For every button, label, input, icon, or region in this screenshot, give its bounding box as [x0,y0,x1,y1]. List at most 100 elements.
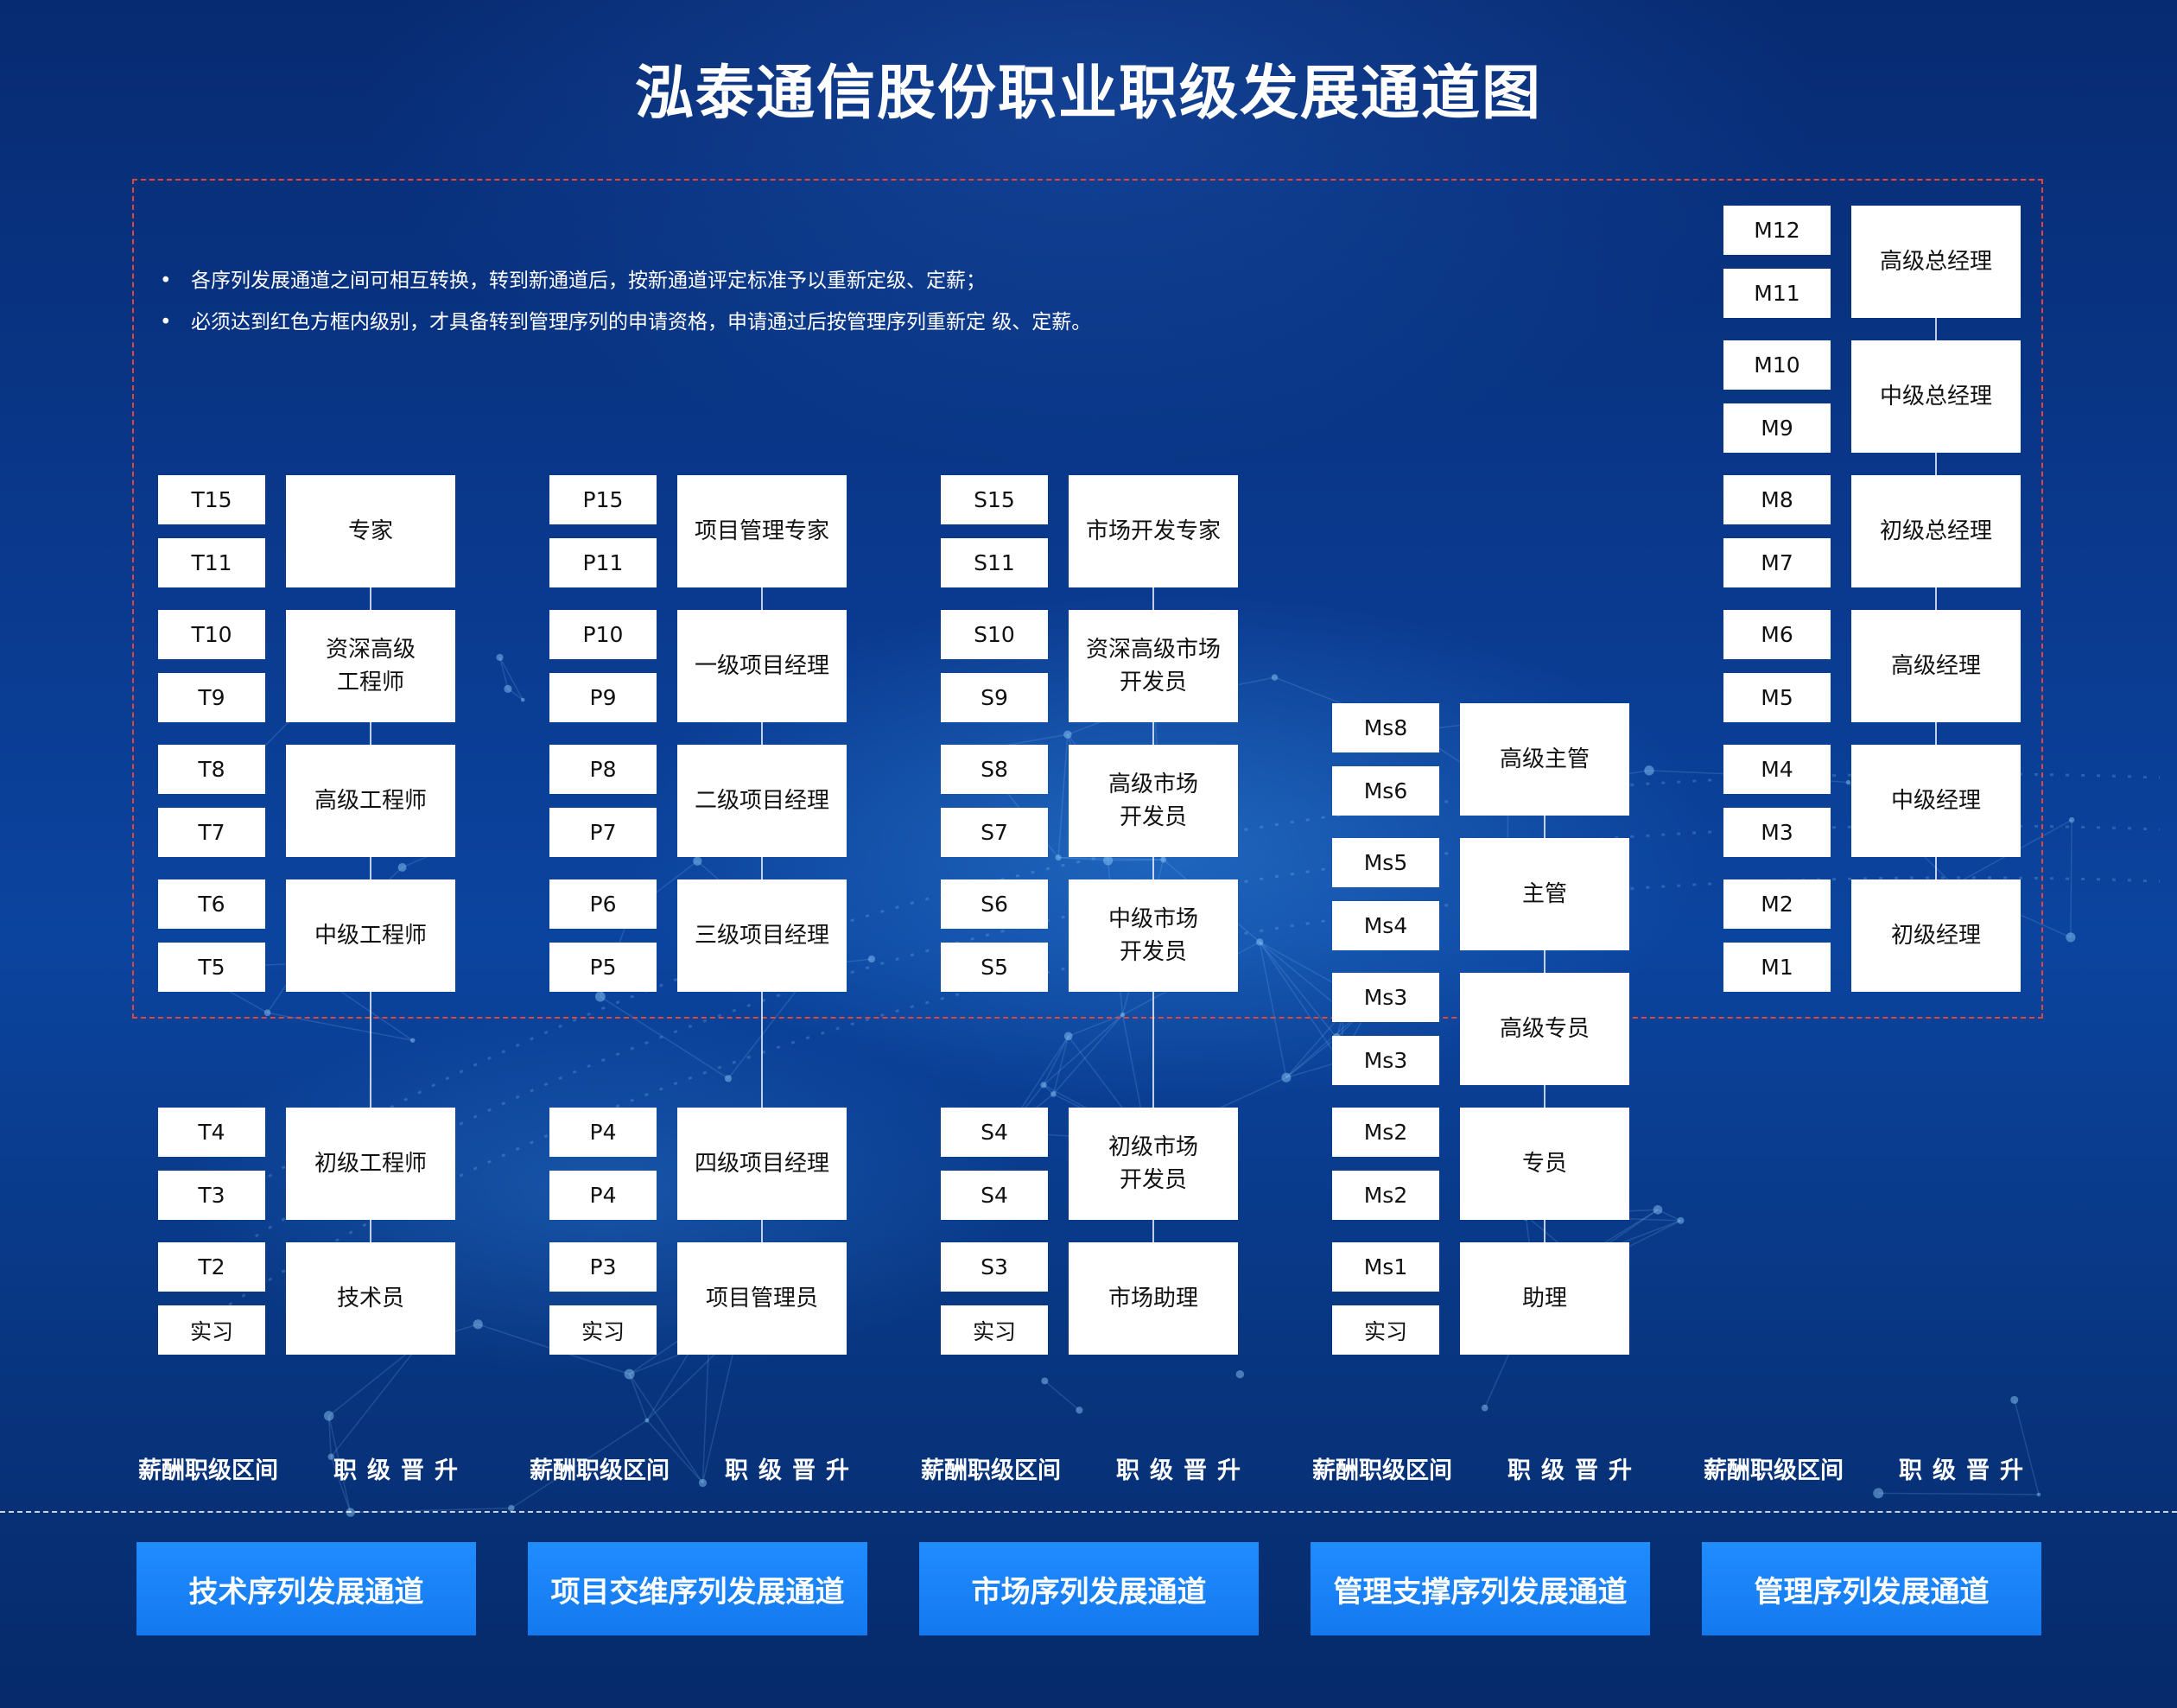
bullet-icon: • [160,270,172,292]
grade-box: Ms2 [1332,1171,1439,1220]
network-dot [1281,1072,1292,1083]
network-dot [2066,932,2076,943]
grade-box: M5 [1723,673,1831,722]
grade-box: P4 [549,1171,657,1220]
job-title-box: 初级经理 [1851,879,2021,992]
network-dot [1481,1404,1488,1412]
job-title-box: 高级市场 开发员 [1069,745,1238,857]
promotion-label: 职级晋升 [333,1457,468,1484]
job-title-box: 项目管理员 [677,1242,847,1355]
grade-box: P8 [549,745,657,794]
grade-box: M7 [1723,538,1831,587]
network-line [1657,1209,1681,1222]
job-title-box: 初级市场 开发员 [1069,1108,1238,1220]
job-title-box: 四级项目经理 [677,1108,847,1220]
job-title-box: 资深高级 工程师 [286,610,455,722]
network-dot [1653,1204,1663,1215]
network-line [330,1456,352,1513]
grade-box: P15 [549,475,657,524]
grade-box: Ms2 [1332,1108,1439,1157]
grade-box: P4 [549,1108,657,1157]
network-dot [693,856,702,866]
network-dot [327,1453,334,1460]
grade-box: M6 [1723,610,1831,659]
grade-box: S7 [941,808,1048,857]
network-dot [508,1504,515,1512]
grade-box: M3 [1723,808,1831,857]
grade-box: 实习 [1332,1305,1439,1355]
grade-box: P3 [549,1242,657,1292]
grade-box: Ms4 [1332,901,1439,950]
network-dot [2010,1395,2019,1404]
network-line [1259,942,1287,1078]
network-dot [2068,816,2075,823]
network-line [2070,820,2072,937]
network-dot [644,1418,650,1423]
grade-box: T11 [158,538,265,587]
network-line [600,995,729,1079]
salary-range-label: 薪酬职级区间 [138,1457,278,1484]
channel-button[interactable]: 项目交维序列发展通道 [528,1542,867,1635]
connector-line [1935,262,1937,936]
network-dot [323,1411,334,1421]
grade-box: T5 [158,943,265,992]
job-title-box: 中级市场 开发员 [1069,879,1238,992]
job-title-box: 高级主管 [1460,703,1629,816]
network-line [511,1419,648,1509]
network-line [1259,941,1341,1063]
promotion-label: 职级晋升 [725,1457,860,1484]
network-dot [594,991,606,1002]
network-dot [1120,1012,1126,1018]
job-title-box: 专家 [286,475,455,587]
grade-box: M8 [1723,475,1831,524]
job-title-box: 高级总经理 [1851,206,2021,318]
network-line [327,1415,332,1457]
channel-button[interactable]: 管理支撑序列发展通道 [1311,1542,1650,1635]
job-title-box: 市场开发专家 [1069,475,1238,587]
network-line [1052,1014,1124,1095]
grade-box: T7 [158,808,265,857]
network-dot [1050,1091,1057,1097]
network-dot [1160,856,1167,863]
network-line [327,1415,352,1513]
grade-box: M10 [1723,340,1831,390]
network-dot [496,653,504,661]
network-line [1043,1014,1123,1086]
job-title-box: 一级项目经理 [677,610,847,722]
grade-box: S10 [941,610,1048,659]
network-line [1044,1380,1080,1411]
network-dot [520,697,525,702]
network-line [1043,1035,1069,1086]
grade-box: M4 [1723,745,1831,794]
network-dot [397,863,407,872]
channel-button[interactable]: 市场序列发展通道 [919,1542,1259,1635]
promotion-label: 职级晋升 [1899,1457,2034,1484]
network-dot [1256,938,1264,946]
grade-box: Ms8 [1332,703,1439,752]
job-title-box: 初级总经理 [1851,475,2021,587]
network-dot [1055,854,1062,861]
channel-button[interactable]: 管理序列发展通道 [1702,1542,2041,1635]
grade-box: M9 [1723,403,1831,453]
network-dot [1063,1032,1073,1041]
network-line [498,657,509,689]
network-dot [504,684,512,694]
network-line [1259,941,1337,1038]
grade-box: T15 [158,475,265,524]
note-item: • 必须达到红色方框内级别，才具备转到管理序列的申请资格，申请通过后按管理序列重… [160,305,1091,346]
network-dot [473,1319,483,1330]
network-dot [1644,765,1654,776]
grade-box: S4 [941,1108,1048,1157]
network-line [1259,941,1345,1013]
note-item: • 各序列发展通道之间可相互转换，转到新通道后，按新通道评定标准予以重新定级、定… [160,264,1091,305]
channel-button[interactable]: 技术序列发展通道 [136,1542,476,1635]
job-title-box: 中级总经理 [1851,340,2021,453]
job-title-box: 市场助理 [1069,1242,1238,1355]
network-dot [624,1368,635,1380]
salary-range-label: 薪酬职级区间 [1312,1457,1452,1484]
salary-range-label: 薪酬职级区间 [1704,1457,1844,1484]
network-line [1057,734,1069,858]
network-line [1057,856,1164,860]
network-line [628,1374,704,1483]
grade-box: T3 [158,1171,265,1220]
